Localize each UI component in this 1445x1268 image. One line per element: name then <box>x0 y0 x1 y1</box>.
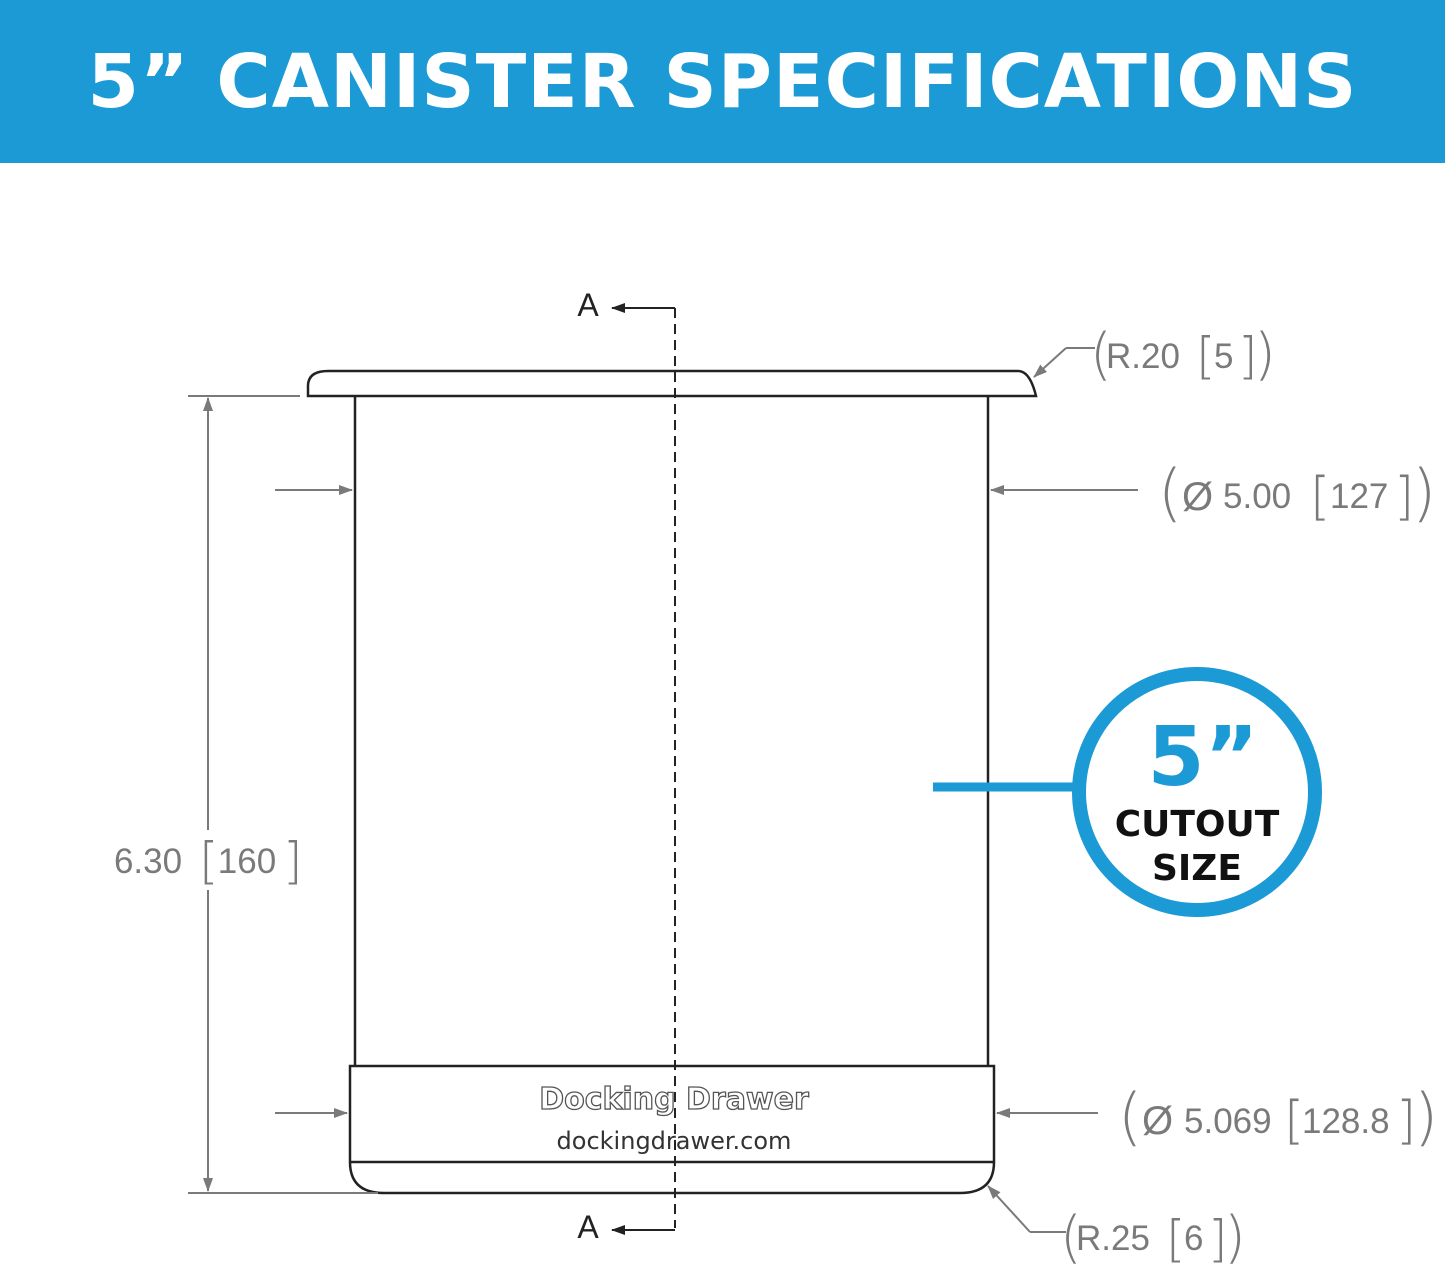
section-mark-bottom: A <box>577 1209 599 1245</box>
top-radius-bracket-close: ] <box>1238 327 1258 385</box>
diameter-paren-close: ) <box>1412 456 1436 529</box>
top-radius-paren-open: ( <box>1090 322 1112 387</box>
height-inches: 6.30 <box>114 842 182 881</box>
badge-size: 5” <box>1148 710 1259 805</box>
bottom-radius-bracket-close: ] <box>1208 1210 1228 1268</box>
height-bracket-open: [ <box>199 832 219 890</box>
bottom-radius-mm: 6 <box>1184 1219 1203 1258</box>
top-radius-paren-close: ) <box>1254 322 1276 387</box>
top-radius-bracket-open: [ <box>1196 327 1216 385</box>
top-radius-leader <box>1033 347 1095 378</box>
badge-line1: CUTOUT <box>1115 804 1280 845</box>
bottom-radius-paren-open: ( <box>1060 1205 1082 1268</box>
lip-diameter-inches: 5.069 <box>1184 1102 1272 1141</box>
top-flange <box>306 369 1038 398</box>
lip-paren-open: ( <box>1118 1080 1142 1153</box>
bottom-lip <box>348 1064 996 1195</box>
diameter-inches: 5.00 <box>1223 477 1291 516</box>
diameter-paren-open: ( <box>1158 456 1182 529</box>
brand-url: dockingdrawer.com <box>557 1127 792 1155</box>
lip-paren-close: ) <box>1414 1080 1438 1153</box>
top-radius-inches: R.20 <box>1106 337 1180 376</box>
bottom-radius-leader <box>987 1185 1066 1233</box>
cutout-size-badge: 5” CUTOUT SIZE <box>933 667 1322 917</box>
lip-diameter-mm: 128.8 <box>1302 1102 1390 1141</box>
diameter-bracket-close: ] <box>1394 467 1414 527</box>
height-bracket-close: ] <box>283 832 303 890</box>
bottom-radius-paren-close: ) <box>1224 1205 1246 1268</box>
diameter-mm: 127 <box>1330 477 1388 516</box>
diameter-bracket-open: [ <box>1310 467 1330 527</box>
lip-diameter-symbol: Ø <box>1142 1099 1173 1143</box>
height-dimension <box>188 395 378 1194</box>
bottom-radius-inches: R.25 <box>1076 1219 1150 1258</box>
section-mark-top: A <box>577 287 599 323</box>
height-mm: 160 <box>218 842 276 881</box>
diameter-symbol: Ø <box>1182 475 1213 519</box>
page-title: 5” CANISTER SPECIFICATIONS <box>87 38 1358 125</box>
top-radius-mm: 5 <box>1214 337 1233 376</box>
lip-bracket-close: ] <box>1396 1091 1416 1151</box>
bottom-radius-bracket-open: [ <box>1166 1210 1186 1268</box>
canister-outline <box>306 369 1038 1195</box>
badge-line2: SIZE <box>1152 848 1242 889</box>
title-banner: 5” CANISTER SPECIFICATIONS <box>0 0 1445 163</box>
brand-name: Docking Drawer <box>539 1082 809 1117</box>
lip-bracket-open: [ <box>1284 1091 1304 1151</box>
badge-circle <box>1072 667 1322 917</box>
